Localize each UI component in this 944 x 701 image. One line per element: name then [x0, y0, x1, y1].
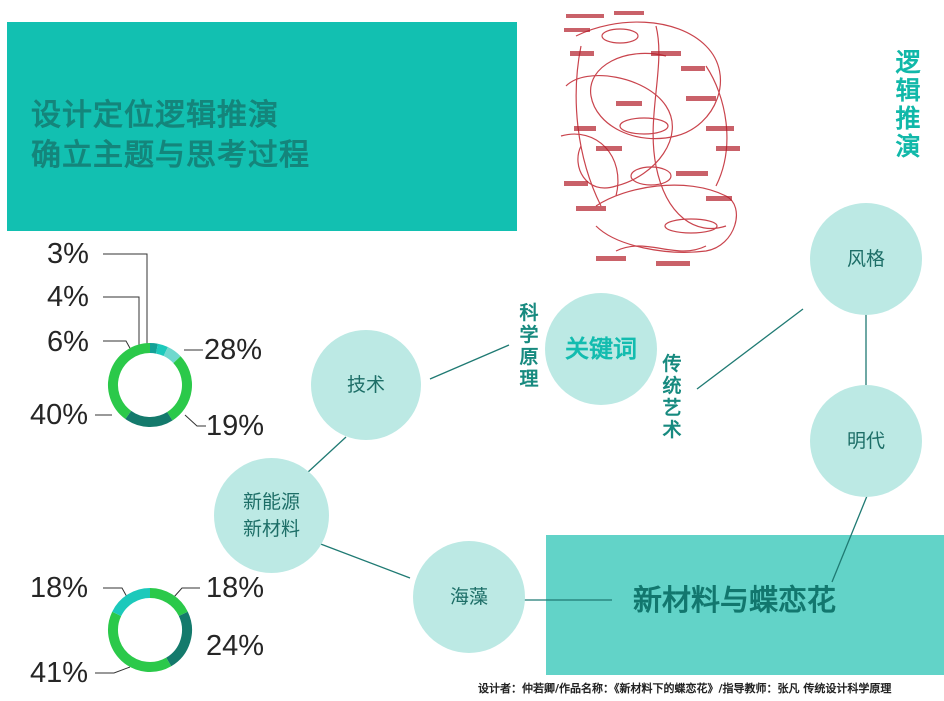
link-tradition-style [696, 308, 804, 390]
sketch-image [560, 11, 740, 266]
pct-label: 19% [206, 410, 265, 442]
side-title-char: 演 [895, 132, 921, 161]
label-traditional-art: 传 统 艺 术 [661, 354, 683, 449]
title-banner: 设计定位逻辑推演 确立主题与思考过程 [7, 22, 517, 231]
node-style-label: 风格 [846, 247, 885, 270]
leader-18-left [103, 587, 128, 598]
leader-4 [103, 296, 140, 346]
label-char: 理 [519, 368, 539, 390]
label-char: 原 [519, 346, 539, 368]
footer-credits: 设计者：仲若卿/作品名称：《新材料下的蝶恋花》/指导教师：张凡 传统设计科学原理 [478, 682, 892, 695]
result-title: 新材料与蝶恋花 [633, 583, 837, 617]
donut-segment [165, 611, 192, 667]
pct-label: 18% [206, 572, 265, 604]
link-energy-seaweed [317, 542, 411, 579]
leader-3 [103, 253, 148, 345]
node-ming: 明代 [810, 385, 922, 497]
link-energy-tech [306, 436, 347, 474]
link-tech-science [429, 344, 510, 380]
label-char: 艺 [662, 397, 682, 419]
pct-label: 40% [30, 399, 89, 431]
pct-label: 6% [47, 326, 89, 358]
link-ming-result [831, 495, 868, 583]
node-seaweed-label: 海藻 [449, 585, 488, 608]
donut-segment [112, 588, 151, 617]
donut-chart-top [108, 343, 192, 427]
node-energy-label: 新能源 新材料 [243, 489, 300, 543]
node-seaweed: 海藻 [413, 541, 525, 653]
label-char: 科 [519, 302, 539, 324]
label-char: 传 [662, 353, 682, 375]
donut-segment [155, 343, 168, 357]
node-energy-line-2: 新材料 [242, 517, 300, 540]
node-tech: 技术 [311, 330, 421, 440]
title-line-2: 确立主题与思考过程 [31, 138, 310, 173]
result-box [546, 535, 944, 675]
donut-segment [108, 611, 172, 672]
node-style: 风格 [810, 203, 922, 315]
leader-6 [103, 340, 132, 351]
label-char: 学 [519, 324, 539, 346]
donut-segment [149, 343, 158, 354]
side-title-char: 推 [895, 104, 921, 133]
donut-chart-bottom [108, 588, 192, 672]
node-energy: 新能源 新材料 [214, 458, 329, 573]
node-ming-label: 明代 [846, 429, 885, 452]
side-title-char: 辑 [895, 76, 921, 105]
node-keyword-label: 关键词 [565, 334, 637, 363]
leader-18-right [173, 587, 200, 598]
label-char: 统 [662, 375, 682, 397]
pct-label: 3% [47, 238, 89, 270]
label-science-principle: 科 学 原 理 [518, 303, 540, 398]
donut-segment [163, 346, 181, 364]
pct-label: 18% [30, 572, 89, 604]
donut-segment [149, 588, 188, 617]
node-energy-line-1: 新能源 [242, 490, 300, 513]
donut-segment [166, 356, 192, 421]
donut-segment [125, 410, 173, 427]
donut-segment [108, 343, 151, 419]
pct-label: 24% [206, 630, 265, 662]
pct-label: 4% [47, 281, 89, 313]
leader-41 [95, 666, 131, 674]
node-tech-label: 技术 [346, 373, 385, 396]
pct-label: 28% [204, 334, 263, 366]
node-keyword: 关键词 [545, 293, 657, 405]
pct-label: 41% [30, 657, 89, 689]
side-title-char: 逻 [895, 48, 921, 77]
title-line-1: 设计定位逻辑推演 [31, 98, 279, 133]
leader-19 [184, 414, 206, 427]
label-char: 术 [662, 419, 682, 441]
